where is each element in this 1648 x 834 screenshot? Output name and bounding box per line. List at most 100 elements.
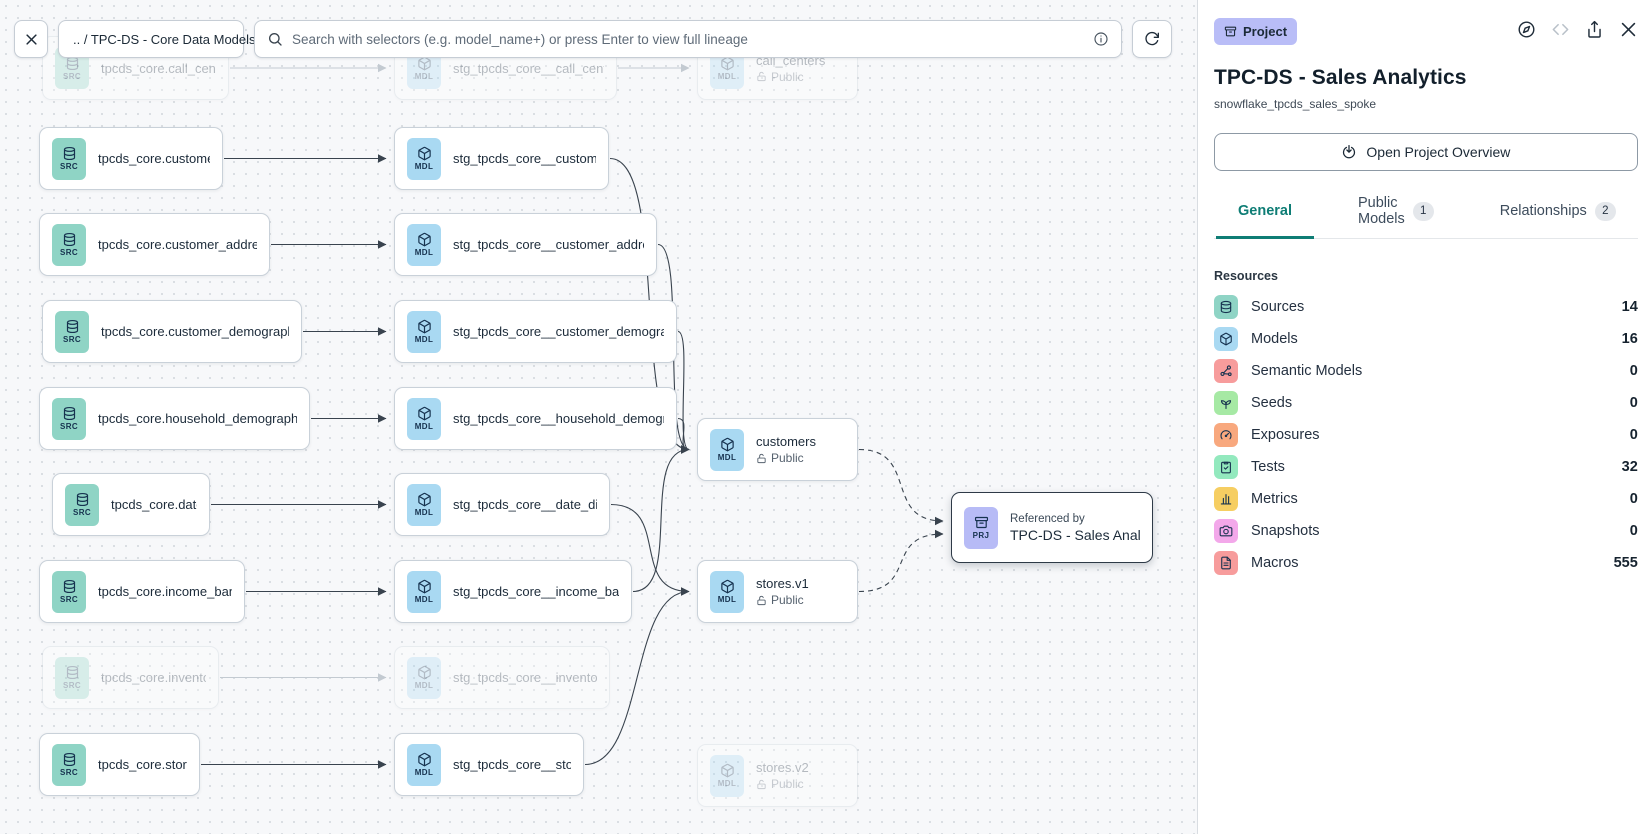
database-icon (63, 406, 75, 421)
node-kind-tile: MDL (710, 570, 744, 613)
refresh-button[interactable] (1132, 20, 1172, 58)
resource-label: Snapshots (1251, 523, 1320, 539)
node-kind-label: SRC (72, 508, 92, 517)
lineage-node-src_customer_demographics[interactable]: SRC tpcds_core.customer_demographics (42, 300, 302, 363)
seed-icon (1220, 400, 1232, 410)
cube-icon (720, 56, 734, 70)
node-labels: stg_tpcds_core__date_dim (453, 497, 597, 512)
resource-label: Semantic Models (1251, 363, 1363, 379)
explore-lineage-button[interactable] (1517, 20, 1536, 39)
node-label: stg_tpcds_core__call_center (453, 60, 604, 76)
node-kind-tile: MDL (710, 754, 744, 797)
node-pretitle: Referenced by (1010, 512, 1085, 525)
bar-chart-icon-tile (1214, 487, 1238, 511)
node-kind-tile: PRJ (964, 506, 998, 549)
lineage-canvas[interactable]: SRCtpcds_core.call_centerSRCtpcds_core.c… (0, 0, 1197, 834)
node-kind-tile: MDL (407, 223, 441, 266)
node-kind-tile: SRC (55, 310, 89, 353)
share-button[interactable] (1585, 20, 1604, 39)
gauge-icon (1220, 430, 1232, 440)
camera-icon-tile (1214, 519, 1238, 543)
node-kind-label: SRC (59, 422, 79, 431)
node-kind-label: MDL (414, 162, 434, 171)
node-labels: stg_tpcds_core__store (453, 757, 571, 772)
node-kind-label: MDL (717, 779, 737, 788)
info-icon[interactable] (1093, 31, 1109, 47)
node-labels: tpcds_core.date_dim (111, 497, 197, 512)
node-labels: tpcds_core.customer_demographics (101, 324, 289, 339)
close-panel-button[interactable] (1619, 20, 1638, 39)
node-kind-tile: MDL (710, 428, 744, 471)
close-lineage-button[interactable] (14, 20, 48, 58)
code-view-button[interactable] (1551, 20, 1570, 39)
resources-heading: Resources (1214, 269, 1278, 283)
tab-general[interactable]: General (1216, 195, 1314, 239)
resource-label: Macros (1251, 555, 1299, 571)
lineage-node-src_date_dim[interactable]: SRC tpcds_core.date_dim (52, 473, 210, 536)
lineage-edge-stg_income_band-customers (632, 445, 690, 593)
cube-icon (417, 146, 431, 161)
lineage-node-stg_store[interactable]: MDL stg_tpcds_core__store (394, 733, 584, 796)
cube-icon (720, 579, 734, 594)
node-label: stg_tpcds_core__customer (453, 151, 596, 166)
database-icon-tile (1214, 295, 1238, 319)
resource-count: 0 (1629, 491, 1638, 507)
node-kind-label: PRJ (972, 531, 990, 540)
lineage-edge-stg_customer_demographics-customers (677, 330, 690, 454)
node-kind-tile: SRC (55, 656, 89, 699)
cube-icon (1220, 332, 1232, 346)
node-access-badge: Public (756, 777, 809, 791)
lock-open-icon (757, 71, 766, 82)
clipboard-check-icon (1221, 461, 1231, 474)
open-project-overview-button[interactable]: Open Project Overview (1214, 133, 1638, 171)
lineage-nodes-layer: SRCtpcds_core.call_centerSRCtpcds_core.c… (39, 36, 1153, 807)
resource-label: Exposures (1251, 427, 1320, 443)
node-kind-tile: MDL (407, 743, 441, 786)
cube-icon (417, 579, 431, 594)
node-labels: stg_tpcds_core__household_demogr… (453, 411, 664, 426)
search-input[interactable] (292, 31, 1084, 47)
cube-icon (417, 56, 431, 70)
breadcrumb[interactable]: .. / TPC-DS - Core Data Models (58, 20, 256, 58)
database-icon (63, 232, 75, 247)
project-icon (974, 516, 988, 529)
node-label: stg_tpcds_core__customer_demogra… (453, 324, 664, 339)
node-kind-tile: SRC (52, 137, 86, 180)
node-label: tpcds_core.call_center (101, 60, 216, 76)
node-labels: tpcds_core.income_band (98, 584, 232, 599)
lineage-node-stg_customer[interactable]: MDL stg_tpcds_core__customer (394, 127, 609, 190)
resource-label: Seeds (1251, 395, 1293, 411)
node-label: tpcds_core.customer_address (98, 237, 257, 252)
node-kind-label: MDL (717, 453, 737, 462)
search-icon (269, 33, 282, 46)
